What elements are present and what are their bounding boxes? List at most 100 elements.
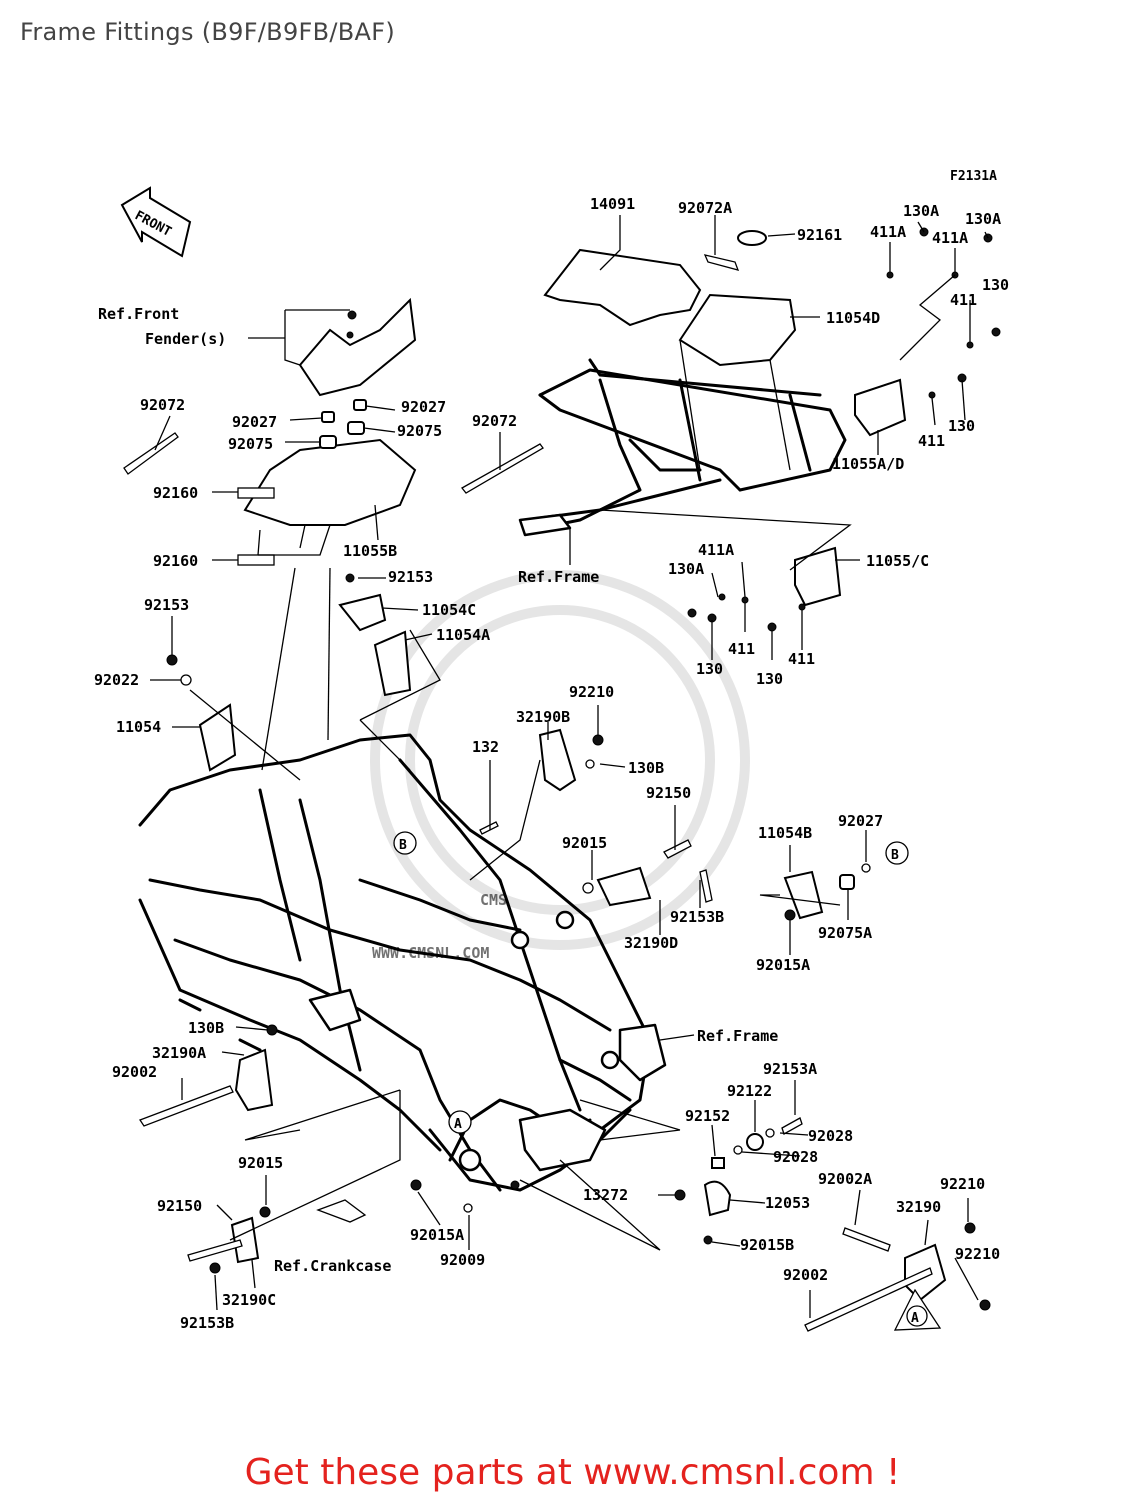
callout-130b: 130B (628, 759, 664, 777)
callout-11055b: 11055B (343, 542, 397, 560)
bracket-11054a (373, 630, 412, 697)
callout-92072: 92072 (140, 396, 185, 414)
bolt-92002a (842, 1227, 891, 1252)
callout-92210: 92210 (940, 1175, 985, 1193)
collar-92027-a (321, 411, 335, 423)
ref-frame-2: Ref.Frame (697, 1027, 778, 1045)
bolt-92002-a (139, 1085, 234, 1127)
leader-lines (150, 215, 989, 1318)
callout-12053: 12053 (765, 1194, 810, 1212)
ref-crankcase: Ref.Crankcase (274, 1257, 391, 1275)
callout-130: 130 (756, 670, 783, 688)
callout-11055c: 11055/C (866, 552, 929, 570)
callout-92015b: 92015B (740, 1236, 794, 1254)
callout-13272: 13272 (583, 1186, 628, 1204)
callout-32190a: 32190A (152, 1044, 206, 1062)
callout-11055ad: 11055A/D (832, 455, 904, 473)
collar-92027-b (353, 399, 367, 411)
callout-11054: 11054 (116, 718, 161, 736)
marker-a-2: A (893, 1288, 942, 1331)
grommet-92075a (839, 874, 855, 890)
callout-92015a: 92015A (410, 1226, 464, 1244)
callout-92075: 92075 (228, 435, 273, 453)
callout-32190c: 32190C (222, 1291, 276, 1309)
fasteners-top-right (687, 227, 1001, 632)
callout-130: 130 (696, 660, 723, 678)
callout-411a: 411A (932, 229, 968, 247)
callout-32190: 32190 (896, 1198, 941, 1216)
band-92072-a (123, 432, 179, 475)
callout-11054b: 11054B (758, 824, 812, 842)
subframe-assembly (518, 358, 847, 537)
callout-92015a: 92015A (756, 956, 810, 974)
collar-92122 (746, 1133, 764, 1151)
bracket-32190a (234, 1048, 274, 1112)
ref-front-fender-2: Fender(s) (145, 330, 226, 348)
bracket-32190d (596, 866, 652, 907)
footer-link[interactable]: Get these parts at www.cmsnl.com ! (244, 1452, 901, 1493)
callout-92027: 92027 (232, 413, 277, 431)
callout-92072: 92072 (472, 412, 517, 430)
callout-92153: 92153 (144, 596, 189, 614)
clamp-12053 (703, 1180, 732, 1217)
svg-text:B: B (399, 838, 407, 853)
bracket-11054b (783, 870, 824, 920)
callout-11054a: 11054A (436, 626, 490, 644)
callout-92075: 92075 (397, 422, 442, 440)
callout-92210: 92210 (569, 683, 614, 701)
callout-92153: 92153 (388, 568, 433, 586)
pad-92160-a (237, 487, 275, 499)
bracket-11054 (198, 703, 237, 772)
callout-92160: 92160 (153, 484, 198, 502)
marker-a-1: A (448, 1110, 472, 1134)
callout-92150: 92150 (646, 784, 691, 802)
battery-cover-part (543, 248, 702, 327)
callout-92015: 92015 (562, 834, 607, 852)
callout-92022: 92022 (94, 671, 139, 689)
ref-frame-1: Ref.Frame (518, 568, 599, 586)
marker-b-1: B (393, 831, 417, 855)
bolt-92002-b (804, 1267, 933, 1332)
callout-92153b: 92153B (670, 908, 724, 926)
callout-32190d: 32190D (624, 934, 678, 952)
battery-case-part (678, 293, 797, 367)
bracket-32190b (538, 728, 577, 792)
collar-92152 (711, 1157, 725, 1169)
cap-part (737, 230, 767, 246)
watermark-brand: CMS (480, 891, 507, 909)
battery-holder-11055b (243, 438, 417, 526)
callout-130a: 130A (668, 560, 704, 578)
callout-32190b: 32190B (516, 708, 570, 726)
callout-411: 411 (950, 291, 977, 309)
strap-part (703, 254, 740, 271)
pad-92160-b (237, 554, 275, 566)
callout-130: 130 (982, 276, 1009, 294)
callout-14091: 14091 (590, 195, 635, 213)
callout-92161: 92161 (797, 226, 842, 244)
figure-code: F2131A (950, 169, 997, 184)
callout-92072a: 92072A (678, 199, 732, 217)
bracket-11054c (338, 593, 387, 632)
bracket-32190c (230, 1216, 260, 1264)
callout-92122: 92122 (727, 1082, 772, 1100)
callout-411: 411 (788, 650, 815, 668)
band-92072-b (461, 443, 544, 494)
svg-text:A: A (454, 1117, 462, 1132)
marker-b-2: B (885, 841, 909, 865)
callout-411: 411 (728, 640, 755, 658)
callout-130a: 130A (965, 210, 1001, 228)
crankcase-ref-shape (316, 1199, 367, 1223)
bracket-11055ad (854, 378, 907, 437)
callout-11054c: 11054C (422, 601, 476, 619)
callout-labels: 14091 92072A 92161 130A 130A 411A 411A 1… (94, 195, 1009, 1332)
bolt-92150-b (187, 1239, 243, 1262)
page-title: Frame Fittings (B9F/B9FB/BAF) (20, 18, 396, 46)
callout-11054d: 11054D (826, 309, 880, 327)
callout-411a: 411A (698, 541, 734, 559)
callout-92160: 92160 (153, 552, 198, 570)
front-fender-bracket (298, 297, 417, 397)
grommet-92075-b (347, 421, 365, 435)
ref-front-fender-1: Ref.Front (98, 305, 179, 323)
callout-92002: 92002 (112, 1063, 157, 1081)
